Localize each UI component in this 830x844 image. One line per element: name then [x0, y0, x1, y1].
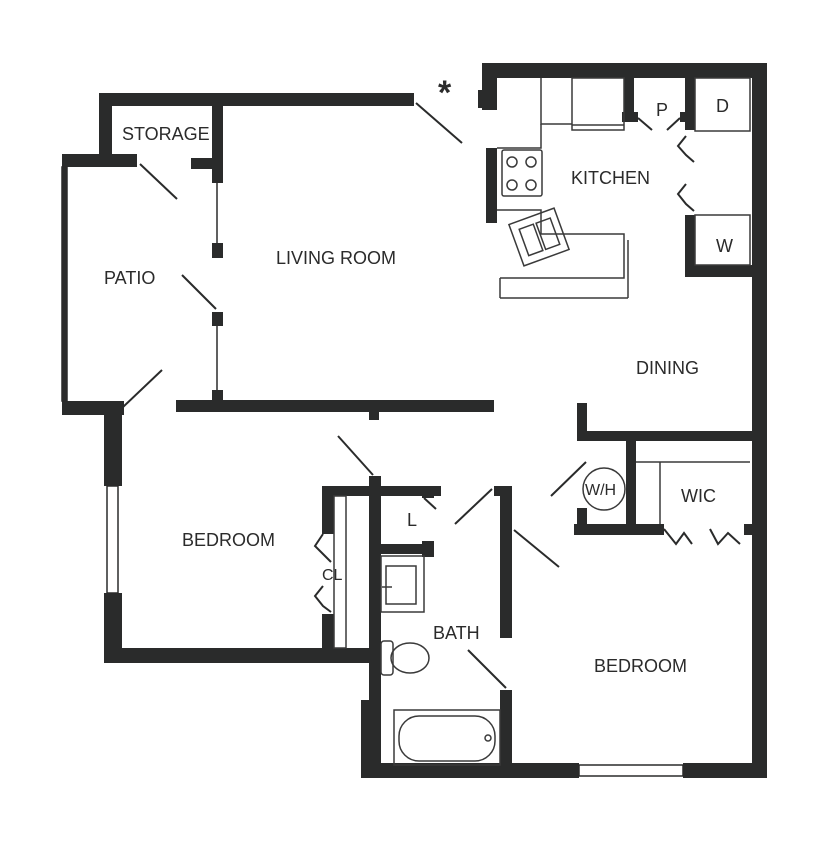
dryer: [694, 77, 751, 132]
windows: [61, 166, 684, 777]
wic-bifold-left: [663, 528, 693, 546]
walls: [62, 63, 767, 778]
water-heater-label: W/H: [585, 482, 616, 499]
dryer-label: D: [716, 96, 729, 116]
patio-label: PATIO: [104, 268, 155, 288]
room-labels: STORAGE PATIO LIVING ROOM KITCHEN P D W …: [104, 74, 733, 676]
bedroom-2-label: BEDROOM: [594, 656, 687, 676]
washer-label: W: [716, 236, 733, 256]
pantry-door: [637, 117, 653, 131]
linen-door: [423, 497, 437, 510]
living-room-label: LIVING ROOM: [276, 248, 396, 268]
vanity: [380, 555, 425, 613]
dryer-bifold: [676, 135, 695, 163]
washer-bifold: [676, 183, 695, 212]
bath-fixtures: [333, 467, 626, 766]
storage-door: [139, 163, 178, 200]
entry-marker: *: [438, 74, 452, 112]
pantry-label: P: [656, 100, 668, 120]
bedroom-window-left: [106, 485, 119, 594]
bedroom-1-label: BEDROOM: [182, 530, 275, 550]
linen-label: L: [407, 510, 417, 530]
refrigerator: [571, 77, 625, 131]
water-heater: [582, 467, 626, 511]
wic-bifold-right: [709, 528, 741, 546]
bath-label: BATH: [433, 623, 480, 643]
doors: [121, 102, 741, 689]
kitchen-fixtures: [497, 77, 751, 524]
bath-entry-door: [454, 488, 493, 525]
washer: [694, 214, 751, 266]
dining-label: DINING: [636, 358, 699, 378]
patio-door-lower: [121, 369, 163, 409]
toilet-bowl: [390, 642, 430, 674]
toilet-tank: [380, 640, 394, 676]
bedroom-window-bottom: [578, 764, 684, 777]
entry-door: [415, 102, 463, 144]
storage-label: STORAGE: [122, 124, 210, 144]
kitchen-sink: [507, 207, 571, 267]
bathtub: [393, 709, 501, 766]
closet-label: CL: [322, 567, 343, 584]
water-heater-door: [550, 461, 587, 497]
counter: [540, 78, 572, 125]
bedroom-door-right: [513, 529, 560, 568]
bath-door: [467, 649, 507, 689]
closet-shelf: [333, 495, 347, 649]
patio-window: [61, 166, 68, 402]
bedroom-door-left: [337, 435, 374, 476]
patio-door-upper: [181, 274, 217, 310]
kitchen-label: KITCHEN: [571, 168, 650, 188]
closet-bifold-lower: [313, 585, 332, 613]
closet-bifold-upper: [313, 533, 332, 563]
wic-label: WIC: [681, 486, 716, 506]
stove: [501, 149, 543, 197]
